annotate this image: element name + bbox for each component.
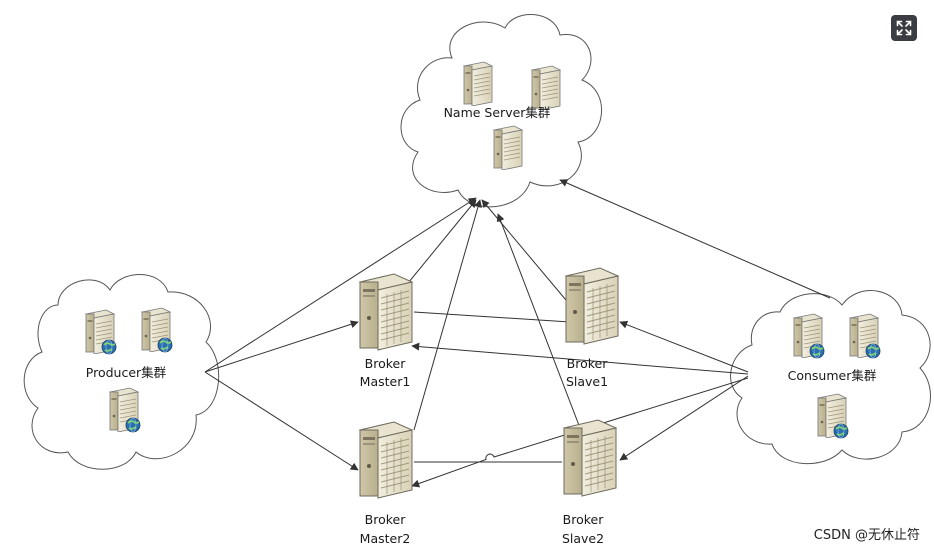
- broker-slave1-server-icon: [565, 267, 619, 345]
- consumer-server-icon-2: [850, 314, 880, 358]
- name-server-cloud: [400, 14, 603, 208]
- broker-slave2-label-line1: Broker: [563, 512, 605, 527]
- broker-master2-server-icon: [359, 421, 413, 499]
- consumer-to-master2-arrow: [411, 377, 749, 488]
- producer-to-master1-arrow: [204, 320, 359, 373]
- consumer-label: Consumer集群: [788, 368, 877, 383]
- broker-slave2-server-icon: [563, 419, 617, 497]
- nameserver-server-icon-2: [531, 65, 561, 110]
- master1-slave1-link: [413, 311, 571, 323]
- broker-master1-server-icon: [359, 273, 413, 351]
- nameserver-server-icon-1: [463, 61, 493, 106]
- connection-lines: [204, 179, 831, 488]
- broker-slave2-label-line2: Slave2: [562, 531, 604, 546]
- nameserver-server-icon-3: [493, 125, 523, 170]
- producer-to-master2-arrow: [204, 371, 359, 471]
- consumer-server-icon-1: [794, 314, 824, 358]
- consumer-server-icon-3: [818, 394, 848, 438]
- consumer-to-nameserver-arrow: [559, 179, 831, 299]
- consumer-to-master1-arrow: [411, 342, 749, 375]
- producer-server-icon-3: [110, 388, 140, 432]
- producer-to-nameserver-arrow: [204, 197, 477, 373]
- producer-label: Producer集群: [86, 365, 167, 380]
- broker-slave1-label-line2: Slave1: [566, 374, 608, 389]
- name-server-label: Name Server集群: [444, 105, 551, 120]
- expand-icon: [896, 20, 912, 36]
- consumer-to-slave1-arrow: [619, 320, 749, 373]
- slave2-to-nameserver-arrow: [496, 213, 581, 429]
- broker-master2-label-line2: Master2: [360, 531, 411, 546]
- expand-button[interactable]: [891, 15, 917, 41]
- master2-to-nameserver-arrow: [413, 199, 482, 431]
- broker-master2-label-line1: Broker: [365, 512, 407, 527]
- broker-slave1-label-line1: Broker: [567, 356, 609, 371]
- watermark-text: CSDN @无休止符: [813, 528, 920, 543]
- producer-server-icon-1: [86, 310, 116, 354]
- broker-master1-label-line2: Master1: [360, 374, 411, 389]
- producer-server-icon-2: [142, 308, 172, 352]
- broker-master1-label-line1: Broker: [365, 356, 407, 371]
- consumer-to-slave2-arrow: [619, 375, 749, 461]
